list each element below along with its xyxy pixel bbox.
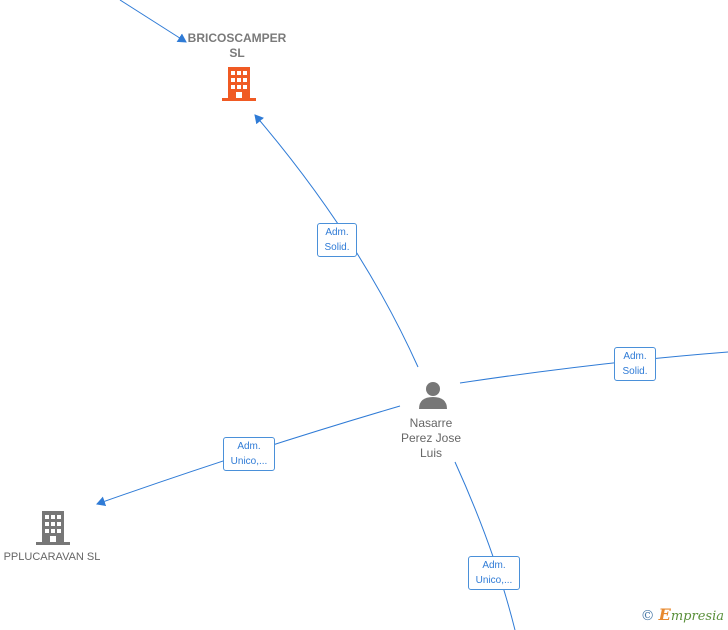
company-label-bricoscamper[interactable]: BRICOSCAMPER SL bbox=[176, 31, 298, 61]
edge-label-line1: Adm. bbox=[325, 227, 349, 238]
person-label-nasarre[interactable]: Nasarre Perez Jose Luis bbox=[388, 416, 474, 461]
edge-label-line2: Unico,... bbox=[230, 456, 268, 467]
person-name-line3: Luis bbox=[419, 446, 442, 460]
brand-name: mpresia bbox=[670, 609, 724, 624]
edge-label-adm-solid[interactable]: Adm. Solid. bbox=[614, 347, 656, 381]
edge-label-line2: Solid. bbox=[324, 242, 350, 253]
empresia-logo: ©Empresia bbox=[641, 605, 724, 624]
edge-label-line1: Adm. bbox=[482, 560, 506, 571]
edge-offcanvas-to-bricoscamper bbox=[119, 0, 187, 43]
company-label-pplucaravan[interactable]: PPLUCARAVAN SL bbox=[0, 550, 104, 565]
edge-label-line1: Adm. bbox=[237, 441, 261, 452]
edge-label-line2: Solid. bbox=[622, 366, 648, 377]
company-name: PPLUCARAVAN SL bbox=[3, 551, 101, 563]
edge-label-line2: Unico,... bbox=[475, 575, 513, 586]
company-name-line2: SL bbox=[229, 46, 245, 60]
copyright-symbol: © bbox=[640, 608, 655, 624]
person-name-line1: Nasarre bbox=[409, 416, 453, 430]
person-name-line2: Perez Jose bbox=[400, 431, 462, 445]
brand-initial: E bbox=[658, 605, 671, 624]
edge-label-adm-solid[interactable]: Adm. Solid. bbox=[317, 223, 357, 257]
building-icon[interactable] bbox=[36, 510, 70, 545]
edge-nasarre-to-bottom bbox=[454, 461, 516, 630]
person-icon[interactable] bbox=[418, 380, 448, 410]
edge-nasarre-to-right bbox=[459, 351, 728, 384]
company-name-line1: BRICOSCAMPER bbox=[187, 31, 287, 45]
edge-label-adm-unico[interactable]: Adm. Unico,... bbox=[223, 437, 275, 471]
edge-label-line1: Adm. bbox=[623, 351, 647, 362]
edge-label-adm-unico[interactable]: Adm. Unico,... bbox=[468, 556, 520, 590]
building-icon[interactable] bbox=[222, 66, 256, 101]
